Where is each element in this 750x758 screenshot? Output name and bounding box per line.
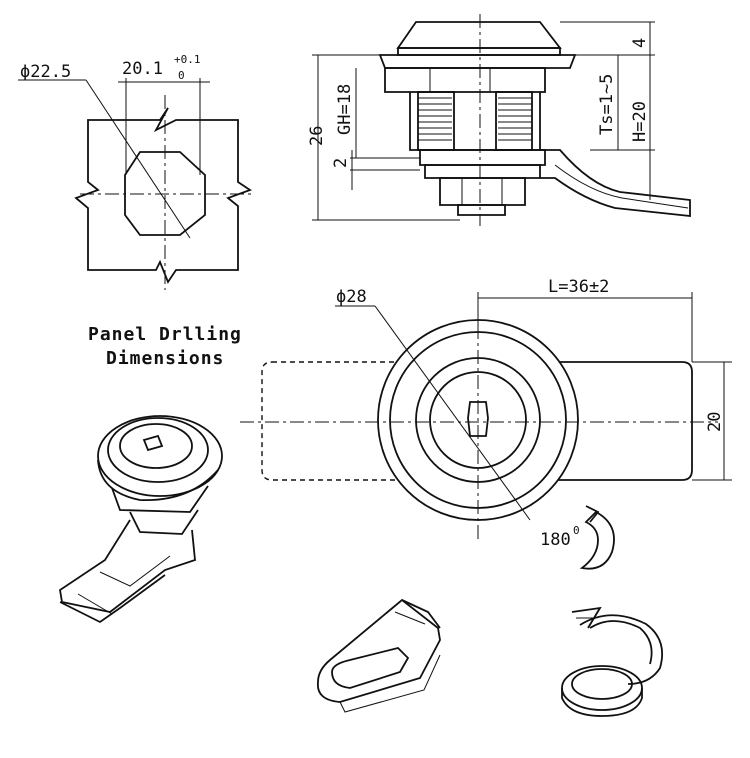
cam-width-label: 20 (705, 412, 725, 432)
rotation-degree-sup: 0 (573, 524, 580, 537)
panel-drilling-caption-2: Dimensions (106, 348, 224, 369)
grip-height-label: GH=18 (335, 84, 355, 135)
cam-arm-part (317, 598, 441, 713)
panel-tolerance-upper: +0.1 (174, 53, 201, 66)
panel-gap-label: 2 (331, 158, 351, 168)
panel-width-label: 20.1 (122, 59, 163, 79)
rotation-arrow-icon (579, 510, 615, 570)
panel-thickness-label: Ts=1~5 (597, 74, 617, 135)
dust-cover-part (561, 606, 664, 717)
panel-diameter-label: ϕ22.5 (20, 62, 71, 82)
front-view: ϕ28 L=36±2 20 180 0 (240, 277, 732, 570)
cap-height-label: 4 (630, 38, 650, 48)
panel-tolerance-lower: 0 (178, 69, 185, 82)
cam-length-label: L=36±2 (548, 277, 609, 297)
rotation-label: 180 (540, 530, 571, 550)
total-height-label: H=20 (630, 101, 650, 142)
side-view: 26 GH=18 2 4 Ts=1~5 H=20 (307, 14, 691, 226)
panel-cutout (124, 151, 206, 236)
lock-isometric (59, 415, 223, 624)
front-diameter-label: ϕ28 (336, 287, 367, 307)
overall-height-label: 26 (307, 126, 327, 146)
panel-drilling-view: ϕ22.5 20.1 +0.1 0 (18, 53, 255, 290)
panel-drilling-caption-1: Panel Drlling (88, 324, 242, 345)
